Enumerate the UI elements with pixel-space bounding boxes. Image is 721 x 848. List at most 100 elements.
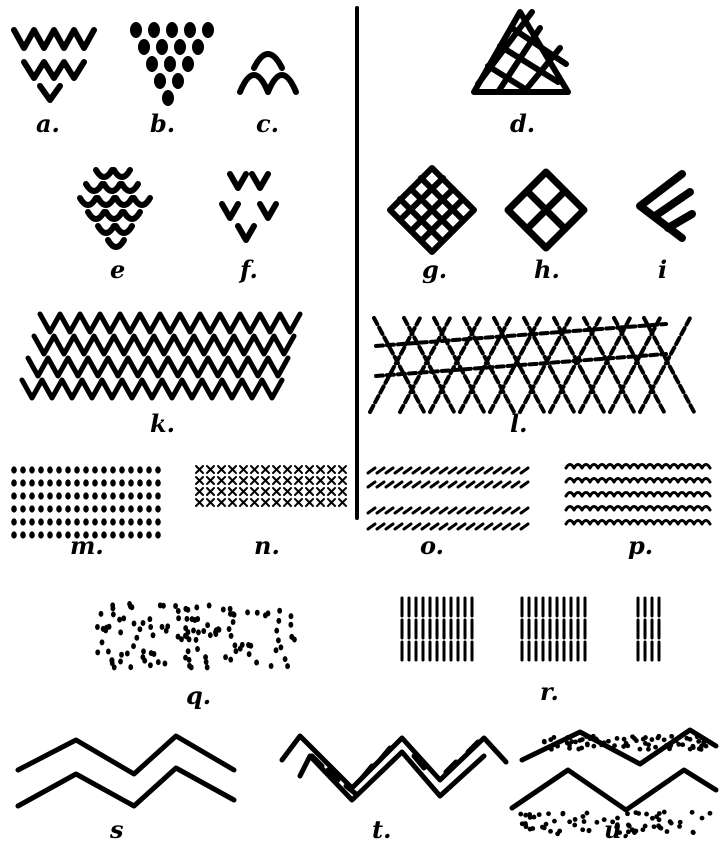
dot: [11, 531, 17, 538]
cross: [229, 499, 236, 506]
scale: [98, 198, 114, 205]
loop-cord: [566, 479, 710, 483]
dot: [546, 811, 551, 816]
cross: [339, 477, 346, 484]
dot: [117, 617, 122, 623]
dot: [29, 518, 35, 525]
pattern-b: [130, 22, 214, 106]
dot: [146, 531, 152, 538]
dot: [146, 466, 152, 473]
dot: [582, 819, 587, 824]
lattice-line: [644, 318, 694, 412]
dot: [234, 648, 239, 654]
dot: [111, 611, 116, 617]
dot: [110, 492, 116, 499]
dot: [56, 505, 62, 512]
cross: [240, 466, 247, 473]
dot: [669, 734, 674, 739]
label-d: d.: [510, 109, 535, 138]
dot: [95, 624, 100, 630]
dot: [643, 741, 648, 746]
label-f: f.: [238, 255, 258, 284]
dot: [274, 628, 279, 634]
dot: [573, 740, 578, 745]
cross: [284, 466, 291, 473]
dot: [38, 479, 44, 486]
cross: [251, 466, 258, 473]
cross: [339, 466, 346, 473]
dot: [119, 518, 125, 525]
dot: [74, 492, 80, 499]
twist: [404, 508, 411, 513]
dot: [11, 518, 17, 525]
lattice-line: [584, 318, 634, 412]
twist: [404, 524, 411, 529]
dot: [134, 635, 139, 641]
twist: [440, 508, 447, 513]
loop-cord: [566, 507, 710, 511]
dot: [65, 466, 71, 473]
twist: [422, 508, 429, 513]
dot: [530, 826, 535, 831]
twist: [440, 482, 447, 487]
dot: [148, 22, 160, 38]
label-e: e: [110, 255, 125, 284]
dot: [155, 466, 161, 473]
dot: [708, 811, 713, 816]
scale: [98, 226, 114, 233]
cross: [273, 466, 280, 473]
dot: [47, 531, 53, 538]
cross: [218, 466, 225, 473]
dot: [141, 648, 146, 654]
dot: [585, 743, 590, 748]
twist: [395, 468, 402, 473]
dot: [172, 73, 184, 89]
dot: [677, 824, 682, 829]
dot: [228, 657, 233, 663]
dot: [141, 620, 146, 626]
dot: [128, 479, 134, 486]
dot: [288, 622, 293, 628]
dot: [38, 518, 44, 525]
cross: [196, 477, 203, 484]
cross: [240, 499, 247, 506]
dot: [227, 626, 232, 632]
label-p: p.: [628, 531, 653, 560]
cross: [229, 466, 236, 473]
dot: [164, 56, 176, 72]
dot: [650, 816, 655, 821]
dot: [148, 624, 153, 630]
twist: [485, 482, 492, 487]
dot: [229, 633, 234, 639]
dot: [128, 466, 134, 473]
twist: [404, 468, 411, 473]
dot: [163, 661, 168, 667]
dot: [176, 608, 181, 614]
cross: [306, 499, 313, 506]
dot: [584, 734, 589, 739]
dot: [38, 466, 44, 473]
dot: [555, 744, 560, 749]
dot: [92, 505, 98, 512]
dot: [523, 813, 528, 818]
dot: [568, 735, 573, 740]
dot: [643, 824, 648, 829]
dot: [20, 479, 26, 486]
dot: [155, 531, 161, 538]
dot: [634, 829, 639, 834]
dot: [83, 492, 89, 499]
scale: [108, 240, 124, 247]
dot: [11, 505, 17, 512]
dot: [572, 823, 577, 828]
dot: [643, 735, 648, 740]
dot: [699, 747, 704, 752]
cross: [262, 466, 269, 473]
dot: [155, 479, 161, 486]
cross: [273, 477, 280, 484]
dot: [580, 827, 585, 832]
cross: [240, 488, 247, 495]
dot: [161, 603, 166, 609]
dot: [128, 492, 134, 499]
dot: [137, 505, 143, 512]
dot: [20, 531, 26, 538]
